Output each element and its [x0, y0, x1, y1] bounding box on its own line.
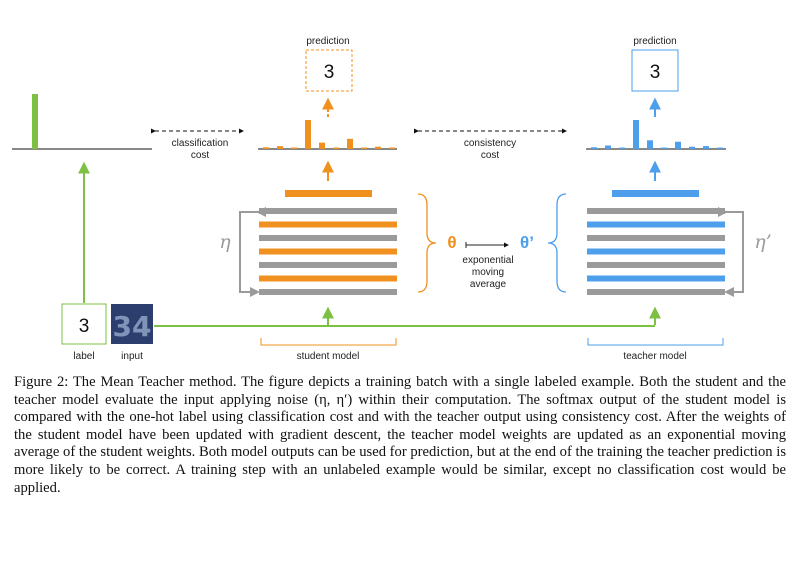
student-network: η student model — [219, 160, 437, 362]
teacher-weight-layer — [587, 248, 725, 255]
teacher-softmax-bar — [661, 147, 667, 149]
label-histogram — [12, 94, 152, 150]
student-softmax-bar — [375, 146, 381, 149]
teacher-noise-bracket — [718, 207, 744, 297]
input-digits: 34 — [113, 310, 152, 343]
student-prediction-value: 3 — [324, 62, 335, 83]
student-noise-layer — [259, 208, 397, 214]
teacher-output-layer — [612, 190, 699, 197]
teacher-network: η’ teacher model — [547, 160, 772, 362]
student-softmax-bar — [389, 147, 395, 149]
student-softmax-bar — [333, 147, 339, 149]
teacher-softmax-bar — [647, 140, 653, 149]
student-model-label: student model — [297, 351, 360, 362]
student-noise-layer — [259, 262, 397, 268]
teacher-noise-layer — [587, 208, 725, 214]
eta-symbol: η — [219, 231, 231, 253]
student-softmax-bar — [319, 142, 325, 149]
label-value: 3 — [79, 316, 90, 337]
teacher-noise-layer — [587, 262, 725, 268]
student-weights-brace — [417, 193, 437, 293]
student-prediction: prediction 3 — [305, 36, 353, 117]
classification-cost-line2: cost — [191, 150, 210, 161]
input-caption: input — [121, 351, 143, 362]
classification-cost: classification cost — [151, 128, 244, 161]
student-weight-layer — [259, 275, 397, 282]
student-noise-layer — [259, 235, 397, 241]
figure-caption: Figure 2: The Mean Teacher method. The f… — [14, 374, 786, 496]
student-softmax-bar — [263, 147, 269, 149]
teacher-model-bracket — [587, 338, 724, 346]
student-prediction-box — [305, 49, 353, 92]
teacher-noise-layer — [587, 289, 725, 295]
input-image — [111, 304, 153, 344]
mean-teacher-diagram: classification cost consistency cost pre… — [12, 36, 772, 362]
student-softmax-bar — [277, 146, 283, 149]
label-caption: label — [73, 351, 94, 362]
consistency-cost-line2: cost — [481, 150, 500, 161]
teacher-softmax-bar — [703, 146, 709, 149]
teacher-weight-layer — [587, 221, 725, 228]
teacher-softmax-bar — [675, 141, 681, 149]
student-softmax-bar — [291, 147, 297, 149]
teacher-weights-brace — [547, 193, 567, 293]
student-weight-layer — [259, 248, 397, 255]
consistency-cost-line1: consistency — [464, 138, 516, 149]
teacher-softmax-bar — [633, 120, 639, 149]
teacher-prediction-box — [631, 49, 679, 92]
student-noise-bracket — [239, 207, 266, 297]
teacher-prediction-value: 3 — [650, 62, 661, 83]
teacher-weight-layer — [587, 275, 725, 282]
consistency-cost: consistency cost — [414, 128, 567, 161]
student-softmax-bar — [347, 138, 353, 149]
ema-line1: exponential — [462, 255, 513, 266]
teacher-softmax-bar — [605, 145, 611, 149]
ema-update: θ θ’ exponential moving average — [447, 233, 534, 290]
ema-line2: moving — [472, 267, 504, 278]
ema-line3: average — [470, 279, 507, 290]
label-box — [61, 303, 107, 345]
teacher-prediction-label: prediction — [633, 36, 676, 47]
teacher-prediction: prediction 3 — [631, 36, 679, 117]
label-input: 3 label 34 input — [61, 161, 655, 362]
eta-prime-symbol: η’ — [754, 231, 771, 253]
student-histogram — [258, 120, 397, 150]
student-weight-layer — [259, 221, 397, 228]
teacher-noise-layer — [587, 235, 725, 241]
teacher-softmax-bar — [591, 147, 597, 149]
student-softmax-bar — [305, 120, 311, 149]
teacher-model-label: teacher model — [623, 351, 686, 362]
teacher-softmax-bar — [689, 146, 695, 149]
theta-symbol: θ — [447, 233, 456, 252]
student-model-bracket — [260, 338, 397, 346]
student-noise-layer — [259, 289, 397, 295]
classification-cost-line1: classification — [172, 138, 229, 149]
teacher-softmax-bar — [619, 147, 625, 149]
student-softmax-bar — [361, 147, 367, 149]
teacher-histogram — [586, 120, 726, 150]
student-prediction-label: prediction — [306, 36, 349, 47]
label-onehot-bar — [32, 94, 38, 149]
student-output-layer — [285, 190, 372, 197]
teacher-softmax-bar — [717, 147, 723, 149]
theta-prime-symbol: θ’ — [520, 233, 534, 252]
